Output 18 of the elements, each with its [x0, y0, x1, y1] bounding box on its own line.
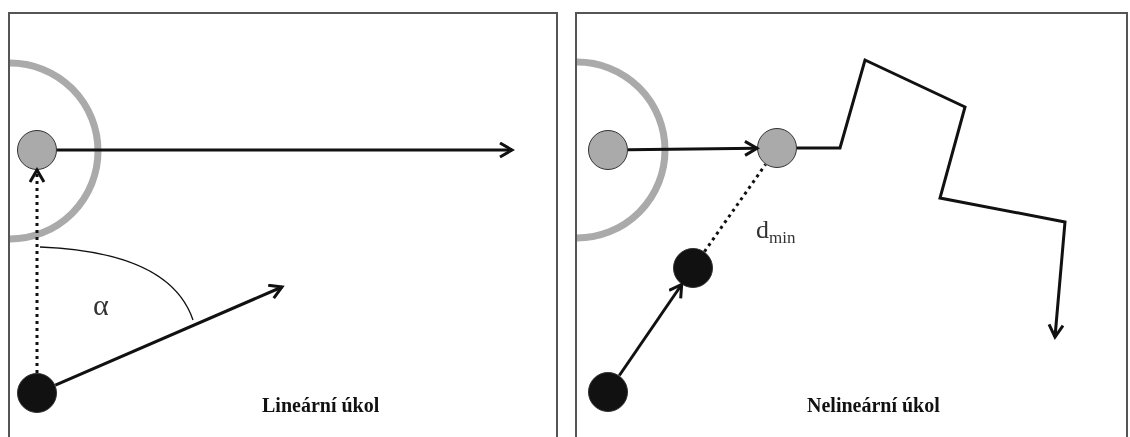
arrow	[54, 283, 284, 387]
panel-title: Nelineární úkol	[807, 394, 940, 417]
distance-line	[703, 163, 767, 253]
task-panel	[575, 12, 1128, 437]
particle-circle	[757, 128, 797, 168]
task-panel	[8, 12, 558, 437]
particle-circle	[673, 248, 713, 288]
panel-title: Lineární úkol	[262, 394, 380, 417]
particle-circle	[17, 373, 57, 413]
particle-circle	[588, 372, 628, 412]
particle-circle	[17, 130, 57, 170]
arrow	[618, 283, 684, 377]
arrow	[28, 168, 46, 373]
arrow	[628, 139, 759, 157]
zigzag-arrow	[797, 57, 1067, 339]
arrow	[57, 141, 514, 159]
particle-circle	[588, 130, 628, 170]
angle-symbol: α	[93, 288, 109, 322]
